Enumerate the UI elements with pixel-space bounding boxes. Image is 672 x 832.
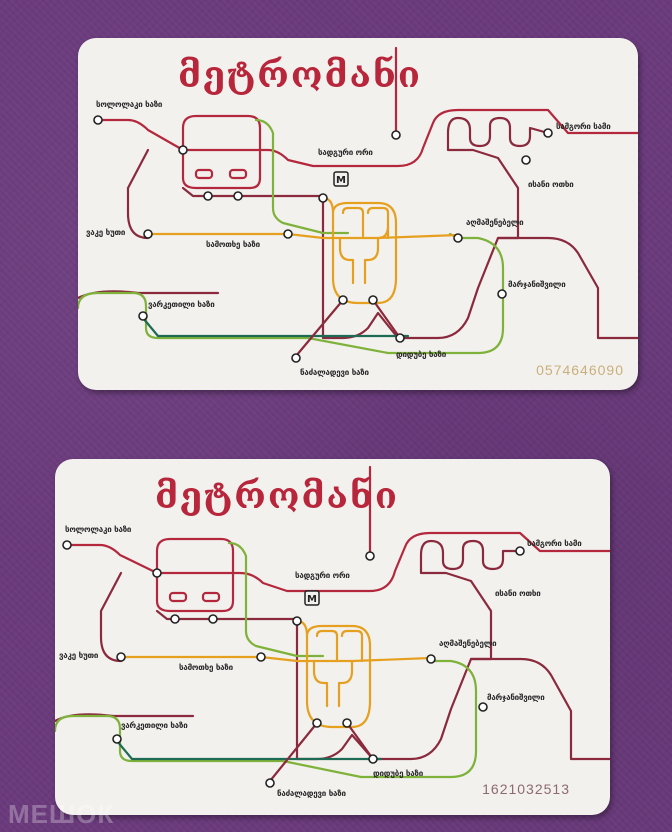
station xyxy=(292,616,302,626)
orange-inner-b xyxy=(341,206,390,240)
station xyxy=(453,233,463,243)
spokes xyxy=(268,721,375,783)
orange-inner-b xyxy=(312,659,354,708)
station xyxy=(170,614,180,624)
card-serial-number: 0574646090 xyxy=(536,362,624,378)
green-line-b xyxy=(254,118,350,235)
teal-line xyxy=(141,316,410,338)
station xyxy=(291,353,301,363)
station-label: ნაძალადევი ხაზი xyxy=(300,368,369,377)
orange-inner xyxy=(315,629,364,663)
red-loop xyxy=(155,537,235,613)
station-label: სოლოლაკი ხაზი xyxy=(96,100,163,109)
station xyxy=(143,229,153,239)
metro-icon: M xyxy=(333,171,349,187)
station xyxy=(478,702,488,712)
station xyxy=(62,540,72,550)
station xyxy=(342,718,352,728)
station-label: ვარკეთილი ხაზი xyxy=(148,300,215,309)
station-label: ისანი ოთხი xyxy=(495,589,541,598)
station-label: აღმაშენებელი xyxy=(439,639,497,648)
station-label: სადგური ორი xyxy=(318,148,373,157)
station-box xyxy=(194,168,214,180)
station xyxy=(208,614,218,624)
station xyxy=(318,193,328,203)
station-label: მარჯანიშვილი xyxy=(487,693,545,702)
station xyxy=(233,191,243,201)
station xyxy=(203,191,213,201)
station-label: ისანი ოთხი xyxy=(528,180,574,189)
station-label: სამოთხე ხაზი xyxy=(206,240,260,249)
svg-text:M: M xyxy=(307,594,317,605)
card-title: მეტრომანი xyxy=(178,54,422,96)
metro-card-top: M მეტრომანი სოლოლაკი ხაზი სადგური ორი სა… xyxy=(78,38,638,390)
station xyxy=(138,311,148,321)
station xyxy=(391,130,401,140)
station-label: სოლოლაკი ხაზი xyxy=(65,525,132,534)
station xyxy=(112,734,122,744)
orange-loop xyxy=(295,619,372,729)
site-watermark: МЕШОК xyxy=(8,799,115,829)
station xyxy=(365,551,375,561)
station xyxy=(312,718,322,728)
station xyxy=(497,289,507,299)
station xyxy=(178,145,188,155)
station-box xyxy=(201,591,221,603)
station xyxy=(426,654,436,664)
card-serial-number: 1621032513 xyxy=(482,781,570,797)
maroon-line-a xyxy=(55,571,195,723)
red-loop xyxy=(181,114,262,190)
metro-map-top: M xyxy=(78,46,638,363)
station-label: ვაკე ხუთი xyxy=(86,228,126,237)
metro-card-bottom: M მეტრომანი სოლოლაკი ხაზი სადგური ორი სა… xyxy=(55,459,610,815)
station xyxy=(338,295,348,305)
station xyxy=(395,333,405,343)
maroon-line-c xyxy=(469,657,610,761)
orange-loop xyxy=(321,196,398,305)
metro-icon: M xyxy=(304,590,320,606)
red-line xyxy=(96,108,638,168)
station xyxy=(283,229,293,239)
station xyxy=(543,128,553,138)
station xyxy=(116,652,126,662)
svg-text:M: M xyxy=(336,175,346,186)
metro-map-bottom: M xyxy=(55,465,610,788)
maroon-line-b xyxy=(155,539,522,761)
station-label: სამოთხე ხაზი xyxy=(179,663,233,672)
station xyxy=(521,155,531,165)
station xyxy=(265,778,275,788)
station-label: სამგორი სამი xyxy=(556,122,611,131)
teal-line xyxy=(115,739,383,761)
station-box xyxy=(168,591,188,603)
station xyxy=(368,754,378,764)
station xyxy=(152,568,162,578)
station-label: ვაკე ხუთი xyxy=(59,651,99,660)
station-label: სამგორი სამი xyxy=(527,539,582,548)
orange-line xyxy=(119,655,433,663)
station xyxy=(93,115,103,125)
card-title: მეტრომანი xyxy=(155,475,399,517)
station-label: დიდუბე ხაზი xyxy=(373,769,424,778)
station-box xyxy=(228,168,248,180)
station-label: მარჯანიშვილი xyxy=(508,280,566,289)
maroon-line-b xyxy=(181,116,550,340)
station-label: ნაძალადევი ხაზი xyxy=(277,789,346,798)
maroon-line-c xyxy=(496,236,638,340)
green-line xyxy=(55,659,478,779)
station-label: ვარკეთილი ხაზი xyxy=(121,721,188,730)
station xyxy=(515,546,525,556)
spokes xyxy=(294,298,402,358)
orange-inner xyxy=(338,236,380,285)
green-line xyxy=(78,232,505,355)
station-label: დიდუბე ხაზი xyxy=(396,350,447,359)
green-line-b xyxy=(227,541,325,658)
station-label: აღმაშენებელი xyxy=(466,218,524,227)
station xyxy=(368,295,378,305)
station xyxy=(256,652,266,662)
red-line xyxy=(65,531,610,593)
station-label: სადგური ორი xyxy=(295,571,350,580)
